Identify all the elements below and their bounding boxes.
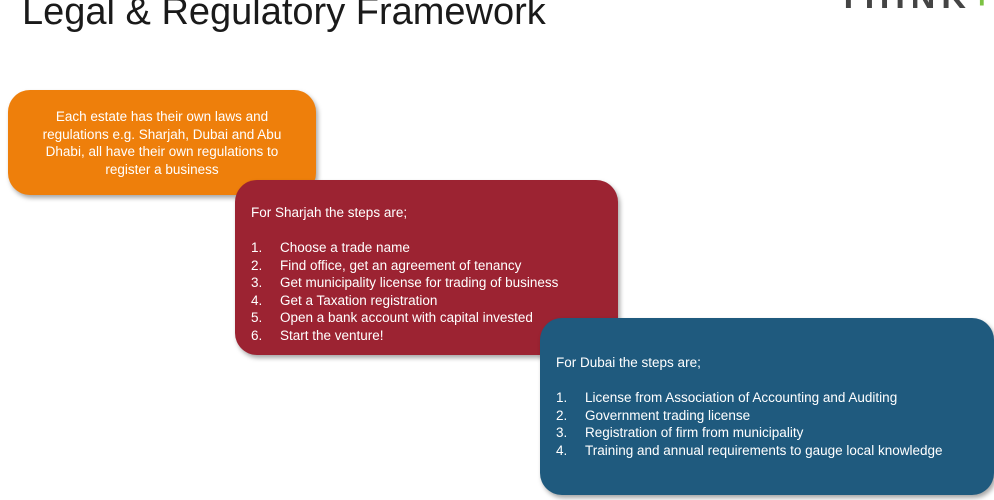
dubai-steps-list: 1. License from Association of Accounting… [556, 389, 978, 459]
step-number: 1. [251, 240, 263, 255]
step-number: 3. [556, 425, 568, 440]
think-logo: THINK+ [838, 0, 994, 17]
list-item: 4. Get a Taxation registration [251, 292, 602, 310]
step-number: 4. [556, 442, 568, 458]
step-number: 2. [556, 407, 568, 423]
list-item: 3. Get municipality license for trading o… [251, 274, 602, 292]
sharjah-steps-list: 1. Choose a trade name 2. Find office, get… [251, 239, 602, 344]
step-number: 1. [556, 390, 568, 405]
list-item: 5. Open a bank account with capital inves… [251, 309, 602, 327]
step-text: Start the venture! [280, 327, 384, 343]
step-number: 3. [251, 275, 263, 290]
step-text: Choose a trade name [280, 240, 410, 255]
list-item: 1. Choose a trade name [251, 239, 602, 257]
step-number: 5. [251, 310, 263, 325]
list-item: 2. Find office, get an agreement of tenan… [251, 257, 602, 275]
step-text: Get municipality license for trading of … [280, 275, 559, 290]
list-item: 6. Start the venture! [251, 327, 602, 345]
step-text: Training and annual requirements to gaug… [585, 442, 943, 458]
step-number: 6. [251, 327, 263, 343]
estate-laws-box: Each estate has their own laws and regul… [8, 90, 316, 195]
step-text: Find office, get an agreement of tenancy [280, 257, 522, 273]
dubai-intro: For Dubai the steps are; [556, 355, 701, 370]
list-item: 4. Training and annual requirements to ga… [556, 442, 978, 460]
sharjah-intro: For Sharjah the steps are; [251, 205, 408, 220]
list-item: 3. Registration of firm from municipality [556, 424, 978, 442]
step-number: 4. [251, 292, 263, 308]
dubai-steps-box: For Dubai the steps are; 1. License from … [540, 318, 994, 495]
logo-plus: + [972, 0, 994, 16]
list-item: 2. Government trading license [556, 407, 978, 425]
step-text: Open a bank account with capital investe… [280, 310, 533, 325]
logo-text: THINK [838, 0, 972, 16]
step-text: License from Association of Accounting a… [585, 390, 898, 405]
slide-title: Legal & Regulatory Framework [22, 0, 546, 33]
step-text: Registration of firm from municipality [585, 425, 804, 440]
step-number: 2. [251, 257, 263, 273]
step-text: Get a Taxation registration [280, 292, 438, 308]
step-text: Government trading license [585, 407, 751, 423]
estate-laws-text: Each estate has their own laws and regul… [42, 109, 282, 177]
list-item: 1. License from Association of Accounting… [556, 389, 978, 407]
